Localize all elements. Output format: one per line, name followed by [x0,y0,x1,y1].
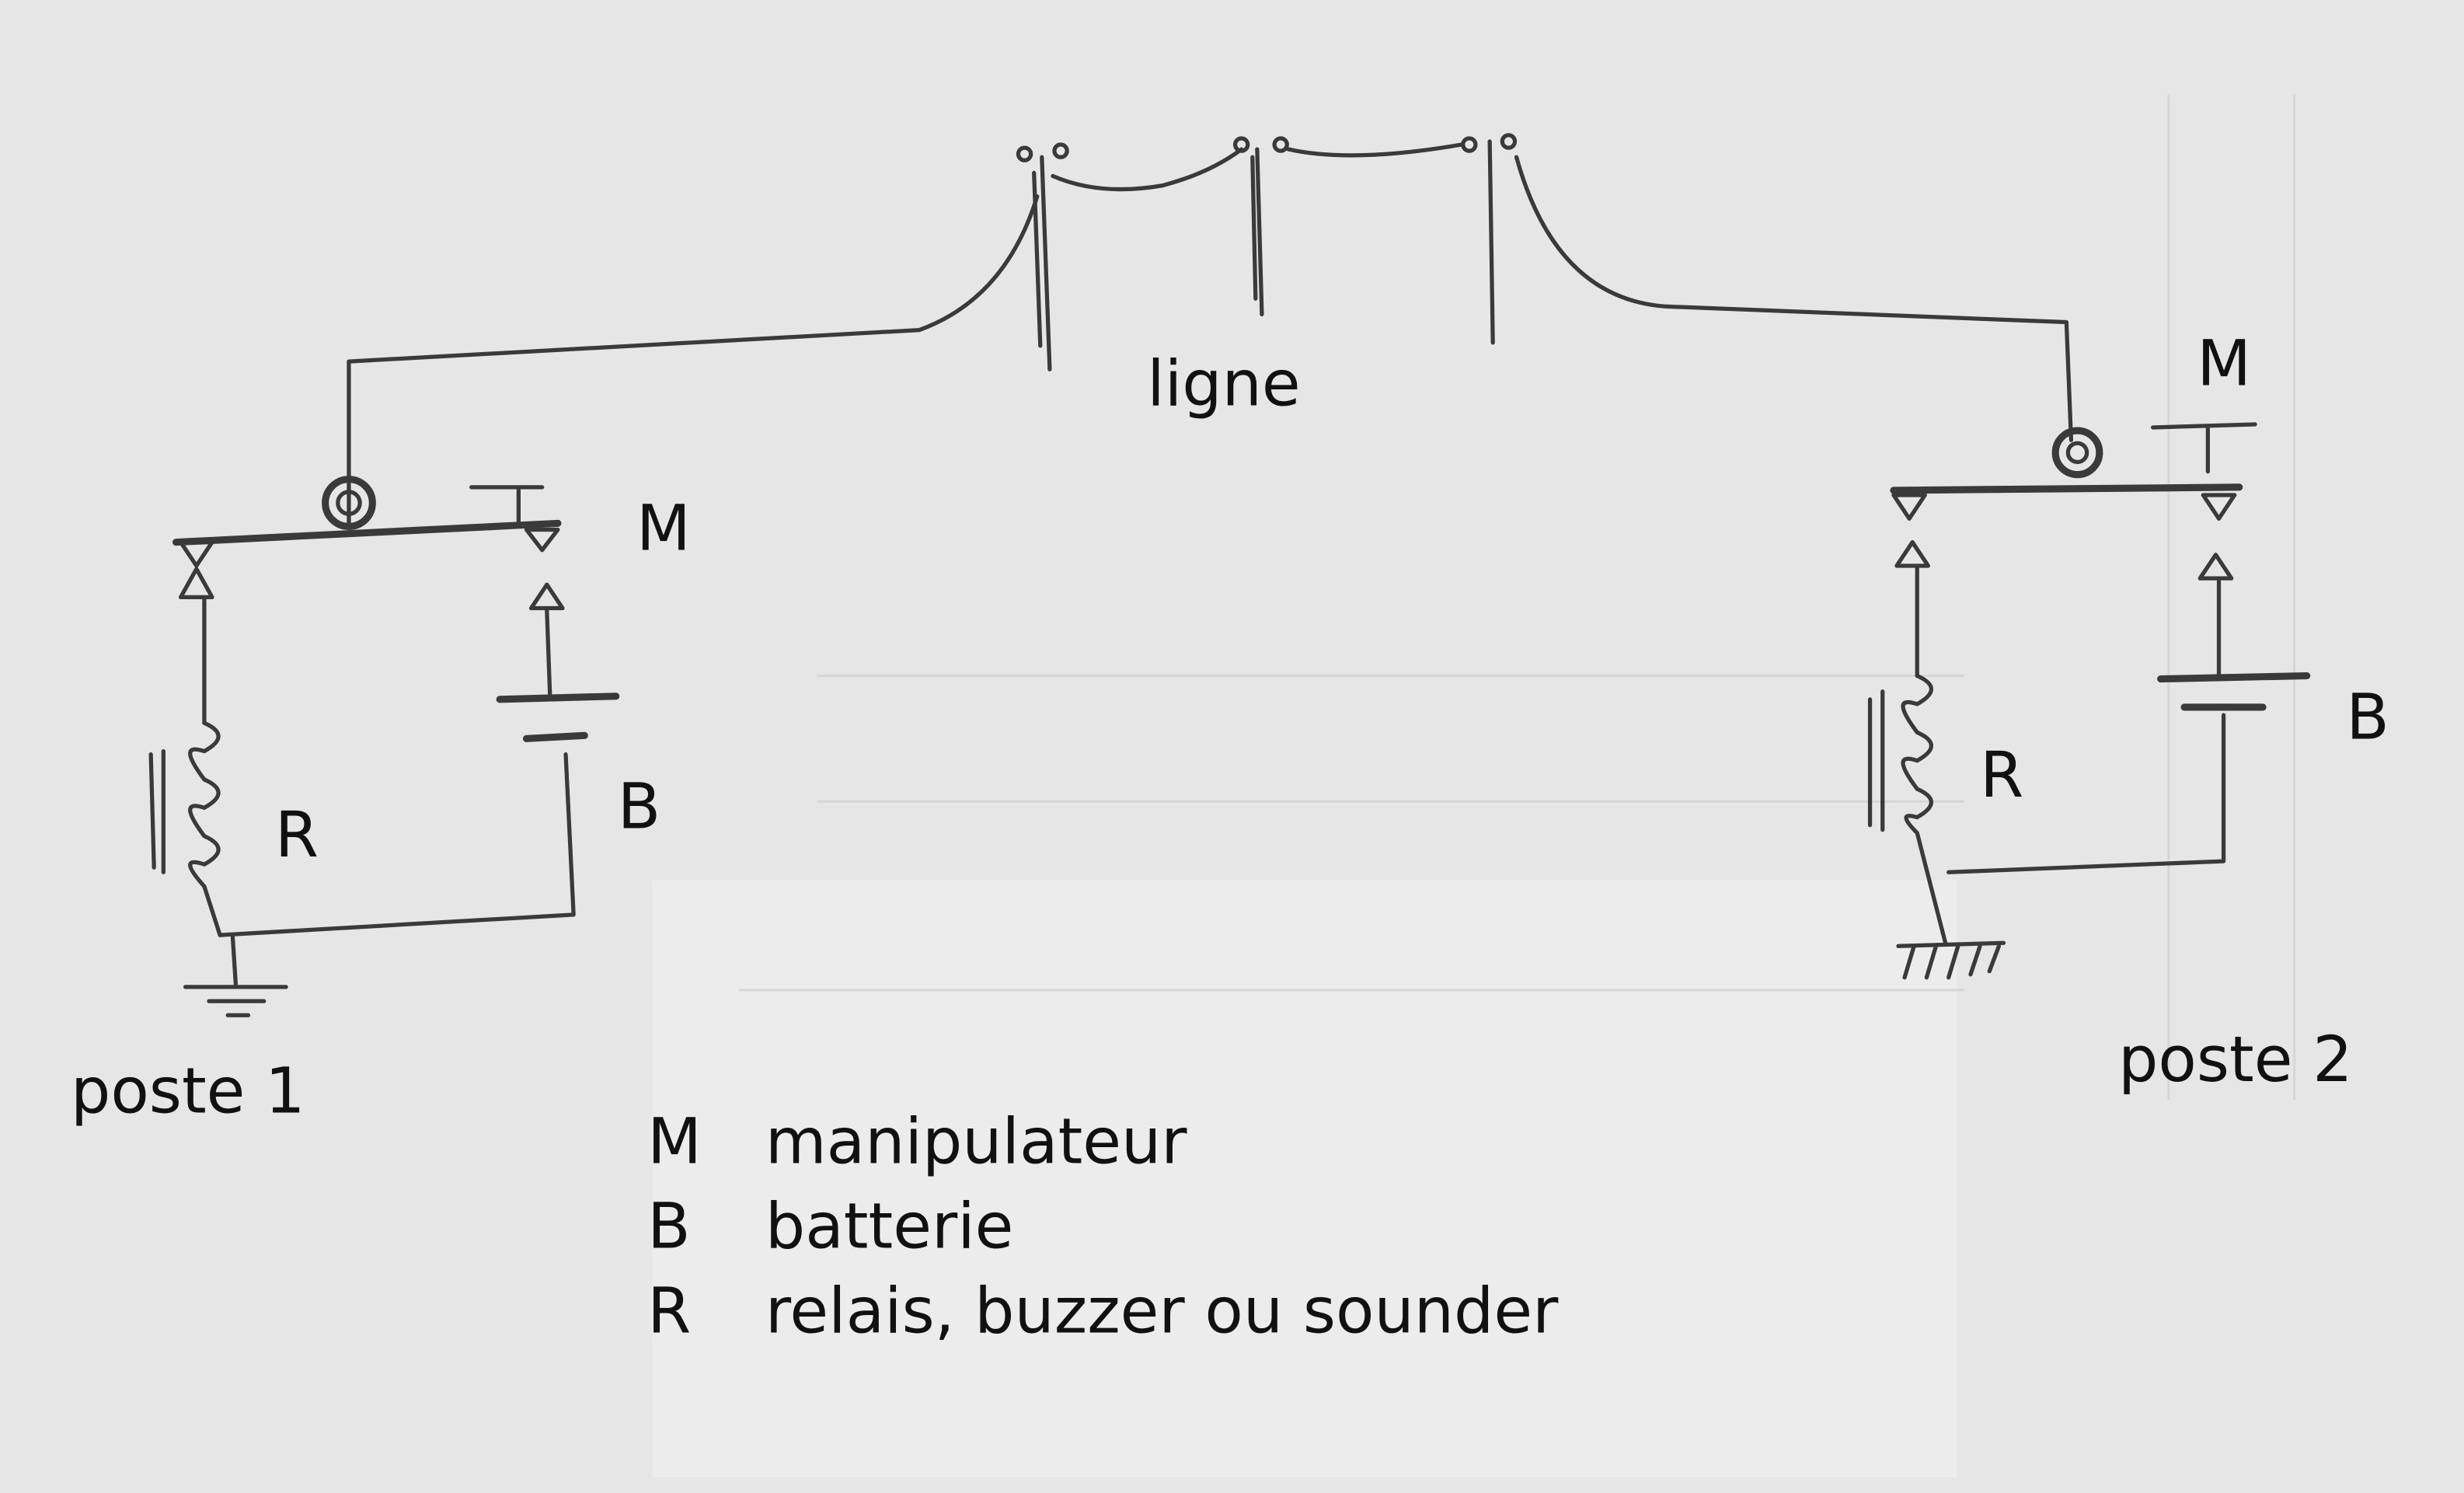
key-manipulator-left [172,476,562,600]
legend-text: relais, buzzer ou sounder [765,1275,1559,1348]
legend-text: manipulateur [765,1105,1187,1178]
ground-right [1896,940,2006,980]
relay-coil-left [188,720,222,937]
m-label-right: M [2197,327,2251,400]
telegraph-line [347,133,2074,529]
legend-key: M [647,1105,702,1178]
line-label: ligne [1147,348,1300,421]
station-1 [148,476,620,1017]
pole-1 [1016,142,1069,372]
legend-text: batterie [765,1191,1014,1264]
station-1-label: poste 1 [71,1055,305,1128]
legend-key: R [647,1275,691,1348]
battery-left [496,582,620,742]
b-label-left: B [618,771,660,844]
r-label-right: R [1980,739,2023,812]
m-label-left: M [636,493,691,566]
battery-right [2157,579,2311,711]
station-2 [1867,422,2311,980]
legend: M manipulateur B batterie R relais, buzz… [647,1105,1559,1348]
pole-3 [1461,133,1518,345]
ground-left [183,933,288,1017]
station-2-label: poste 2 [2118,1024,2353,1097]
r-label-left: R [275,799,319,872]
pole-2 [1232,136,1289,317]
key-manipulator-right [1890,422,2257,581]
background-texture [652,94,2296,1477]
legend-key: B [647,1191,690,1264]
b-label-right: B [2346,681,2389,754]
relay-coil-right [1901,673,1948,945]
